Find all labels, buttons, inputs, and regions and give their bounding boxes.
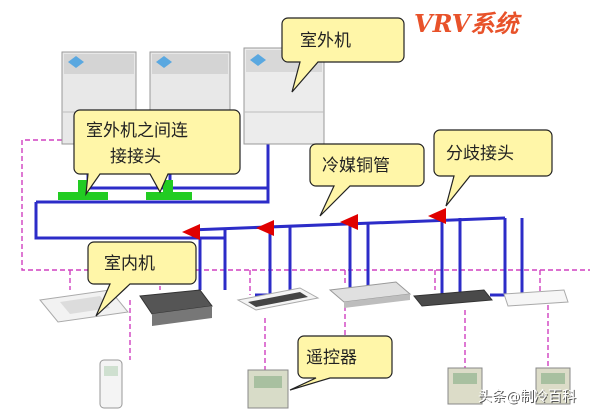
callout-remote-control-label: 遥控器 (306, 348, 357, 368)
indoor-units (39, 281, 569, 326)
watermark: 头条@制冷百科 头条@制冷百科 (478, 388, 577, 406)
indoor-unit-duct-dark (139, 289, 213, 326)
callout-branch-joint: 分歧接头 (433, 129, 553, 207)
callout-outdoor-unit-label: 室外机 (300, 31, 351, 51)
callout-indoor-unit-label: 室内机 (104, 254, 155, 274)
arrow-4 (428, 208, 446, 224)
callout-outdoor-joint-line2: 接接头 (110, 147, 161, 167)
remote-wall-2 (447, 367, 483, 405)
outdoor-joint-1-stem (78, 180, 88, 196)
callout-refrigerant-pipe: 冷媒铜管 (309, 143, 425, 217)
diagram-title: VRV系统 (414, 9, 522, 38)
remote-handheld (99, 359, 123, 409)
indoor-unit-wall (503, 289, 569, 307)
arrow-2 (256, 220, 274, 236)
callout-refrigerant-pipe-label: 冷媒铜管 (322, 156, 390, 176)
indoor-unit-ceiling (236, 287, 320, 311)
remote-controllers (99, 359, 571, 409)
watermark-text: 头条@制冷百科 (478, 388, 576, 405)
callout-outdoor-joint: 室外机之间连 接接头 (73, 109, 241, 197)
indoor-unit-duct-slim (328, 281, 412, 308)
indoor-unit-duct-long (413, 289, 493, 307)
callout-indoor-unit: 室内机 (87, 241, 197, 317)
remote-wall-1 (247, 369, 289, 409)
remote-wall-3 (535, 367, 571, 405)
arrow-3 (340, 214, 358, 230)
callout-remote-control: 遥控器 (289, 335, 393, 391)
arrow-1 (182, 224, 200, 240)
outdoor-joint-2-stem (163, 180, 173, 196)
watermark-shadow: 头条@制冷百科 (479, 389, 577, 406)
callout-outdoor-joint-line1: 室外机之间连 (86, 121, 188, 141)
callout-branch-joint-label: 分歧接头 (446, 144, 514, 164)
callout-outdoor-unit: 室外机 (281, 17, 405, 93)
branch-arrows (182, 208, 446, 240)
outdoor-joints (58, 180, 192, 200)
